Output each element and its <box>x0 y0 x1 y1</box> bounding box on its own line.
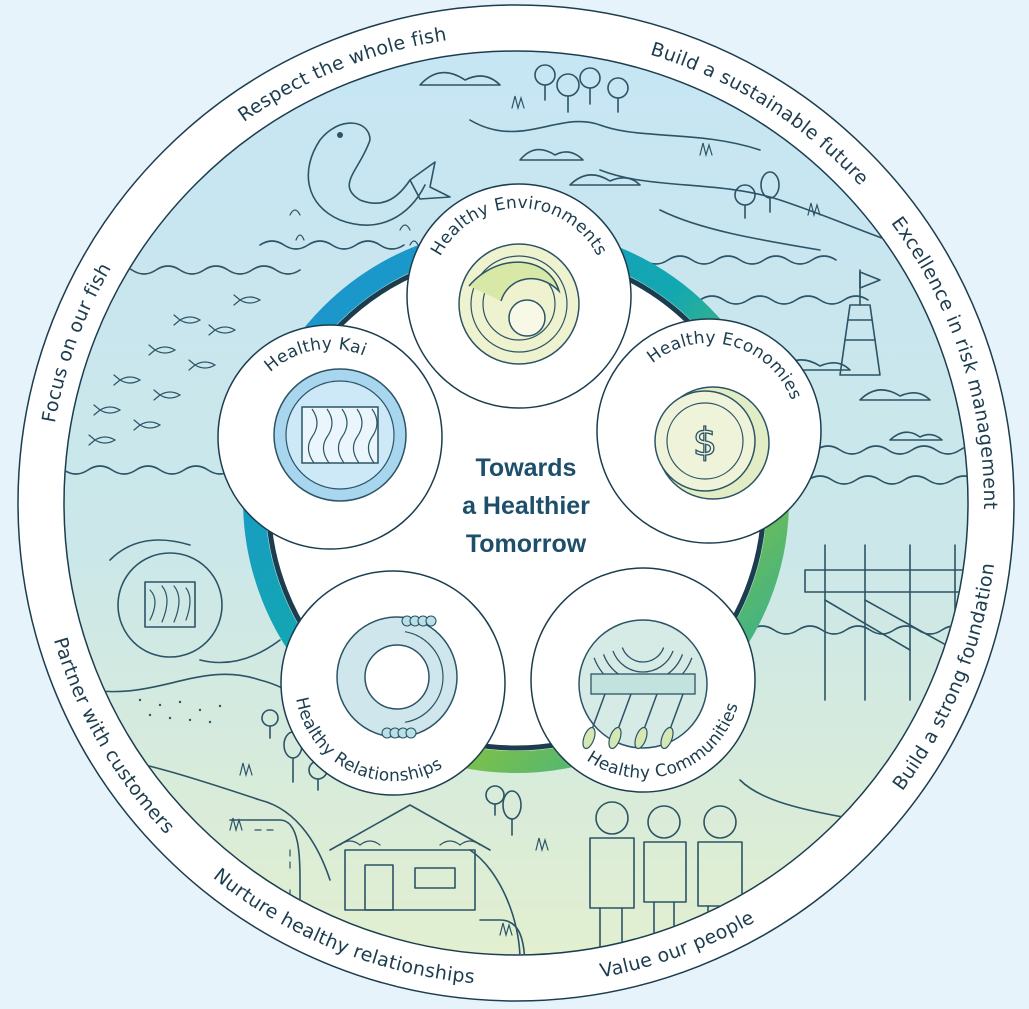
pillar-relationships: Healthy Relationships <box>280 570 506 796</box>
wave-icon <box>458 243 580 365</box>
handshake-ring-icon <box>336 615 458 739</box>
buoy-icon <box>839 269 881 376</box>
center-title: Towards a Healthier Tomorrow <box>462 454 590 558</box>
pillar-kai: Healthy Kai <box>217 324 443 550</box>
pillar-economies: Healthy Economies$ <box>596 318 822 544</box>
marae-house-icon <box>329 804 491 911</box>
school-of-fish-icon <box>88 294 262 446</box>
svg-text:$: $ <box>693 420 717 464</box>
pillar-environments: Healthy Environments <box>406 183 632 409</box>
center-title-line-2: a Healthier <box>462 492 590 520</box>
pipe-fillet-icon <box>109 539 281 664</box>
trees-top-icon <box>534 64 780 219</box>
grass-tufts <box>229 95 821 938</box>
center-title-line-1: Towards <box>476 454 577 482</box>
fish-fillet-icon <box>273 368 407 502</box>
jumping-fish-icon <box>289 122 451 246</box>
coin-icon: $ <box>654 386 770 500</box>
paddles-icon <box>578 619 708 750</box>
pillar-communities: Healthy Communities <box>530 567 756 793</box>
center-title-line-3: Tomorrow <box>466 530 587 558</box>
